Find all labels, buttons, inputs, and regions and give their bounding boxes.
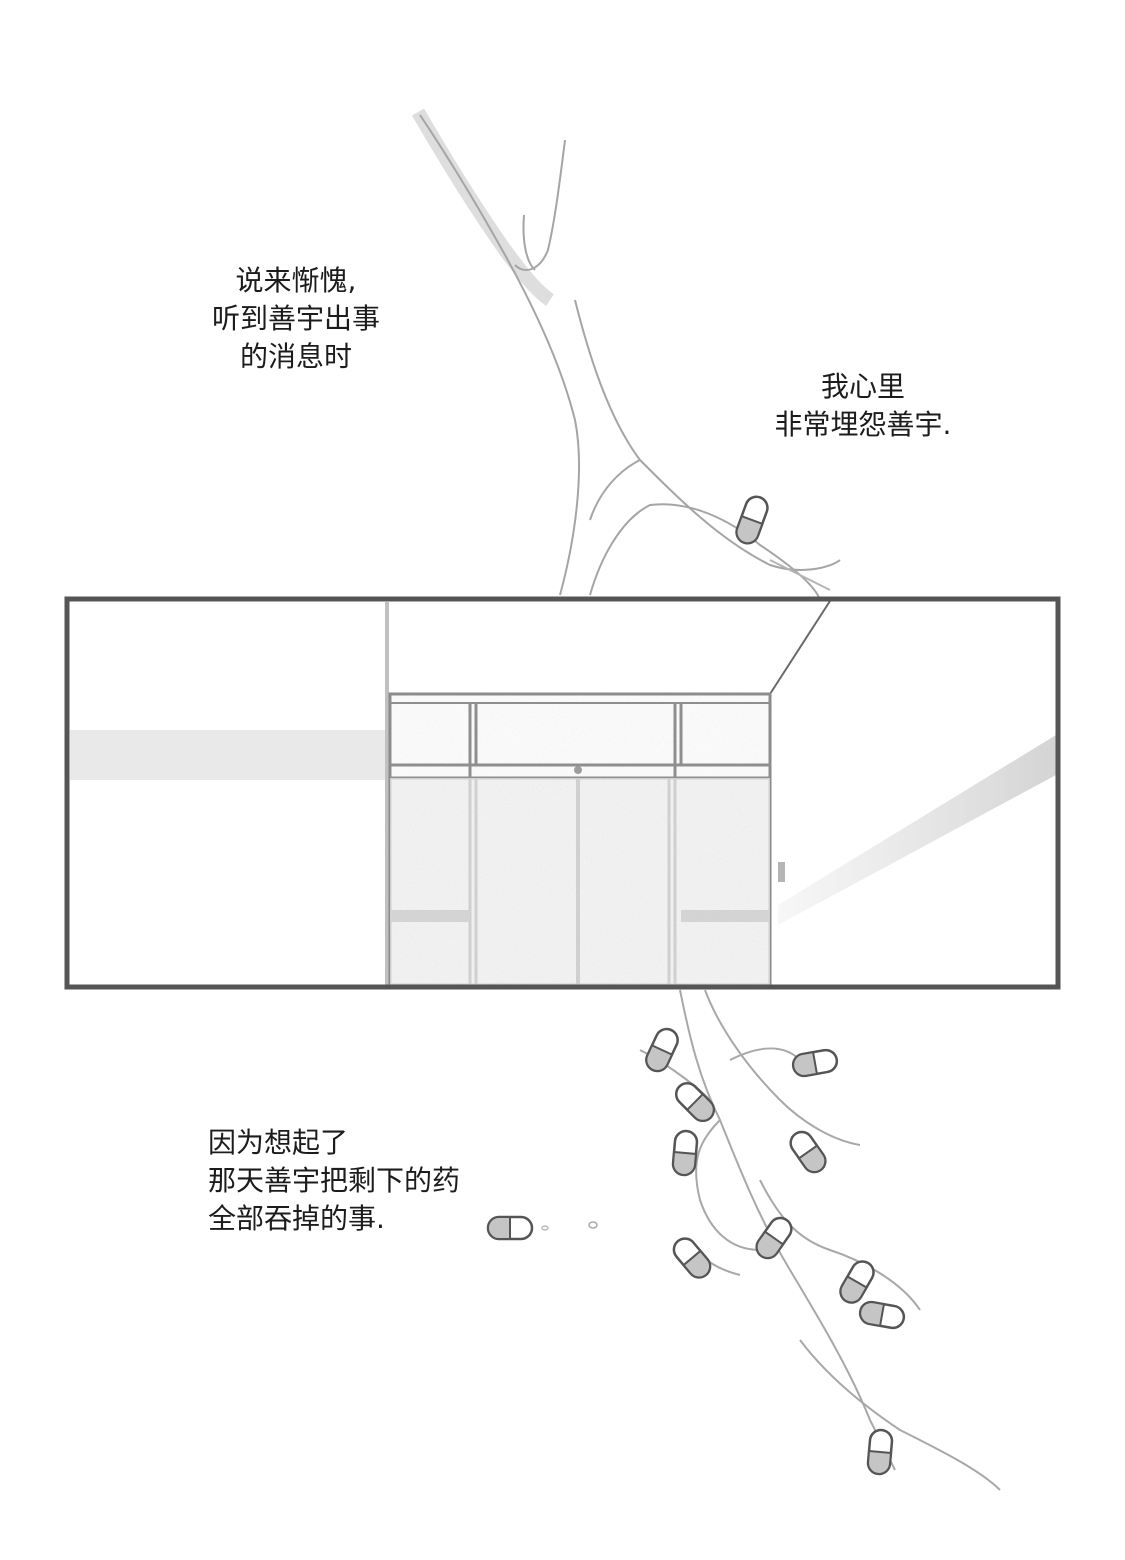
pill-icon	[839, 1260, 875, 1304]
caption-line: 那天善宇把剩下的药	[208, 1164, 461, 1197]
pill-icon	[735, 495, 769, 545]
droplet-icon	[541, 1225, 549, 1231]
pill-icon	[674, 1081, 716, 1123]
caption-line: 说来惭愧,	[235, 264, 357, 297]
droplet-icon	[588, 1221, 598, 1229]
pill-icon	[791, 1048, 839, 1078]
caption-line: 非常埋怨善宇.	[774, 408, 952, 441]
pill-icon	[645, 1027, 679, 1073]
pill-icon	[671, 1129, 699, 1177]
hospital-entrance-panel	[64, 596, 1061, 990]
narration-caption-top-left: 说来惭愧, 听到善宇出事 的消息时	[198, 262, 394, 376]
narration-caption-bottom: 因为想起了 那天善宇把剩下的药 全部吞掉的事.	[208, 1124, 508, 1238]
pill-icon	[858, 1300, 906, 1330]
pill-icon	[789, 1130, 827, 1174]
liquid-stream-top	[411, 108, 841, 601]
caption-line: 全部吞掉的事.	[208, 1202, 385, 1235]
liquid-stream-bottom	[639, 989, 1001, 1491]
caption-line: 听到善宇出事	[211, 302, 380, 335]
pill-icon	[755, 1216, 793, 1260]
caption-line: 的消息时	[239, 340, 352, 373]
pill-icon	[672, 1237, 712, 1279]
narration-caption-top-right: 我心里 非常埋怨善宇.	[760, 368, 966, 444]
caption-line: 因为想起了	[208, 1126, 349, 1159]
pill-icon	[866, 1428, 894, 1476]
pill-group	[486, 1027, 906, 1476]
pill-icon	[486, 1215, 534, 1241]
caption-line: 我心里	[820, 370, 905, 403]
